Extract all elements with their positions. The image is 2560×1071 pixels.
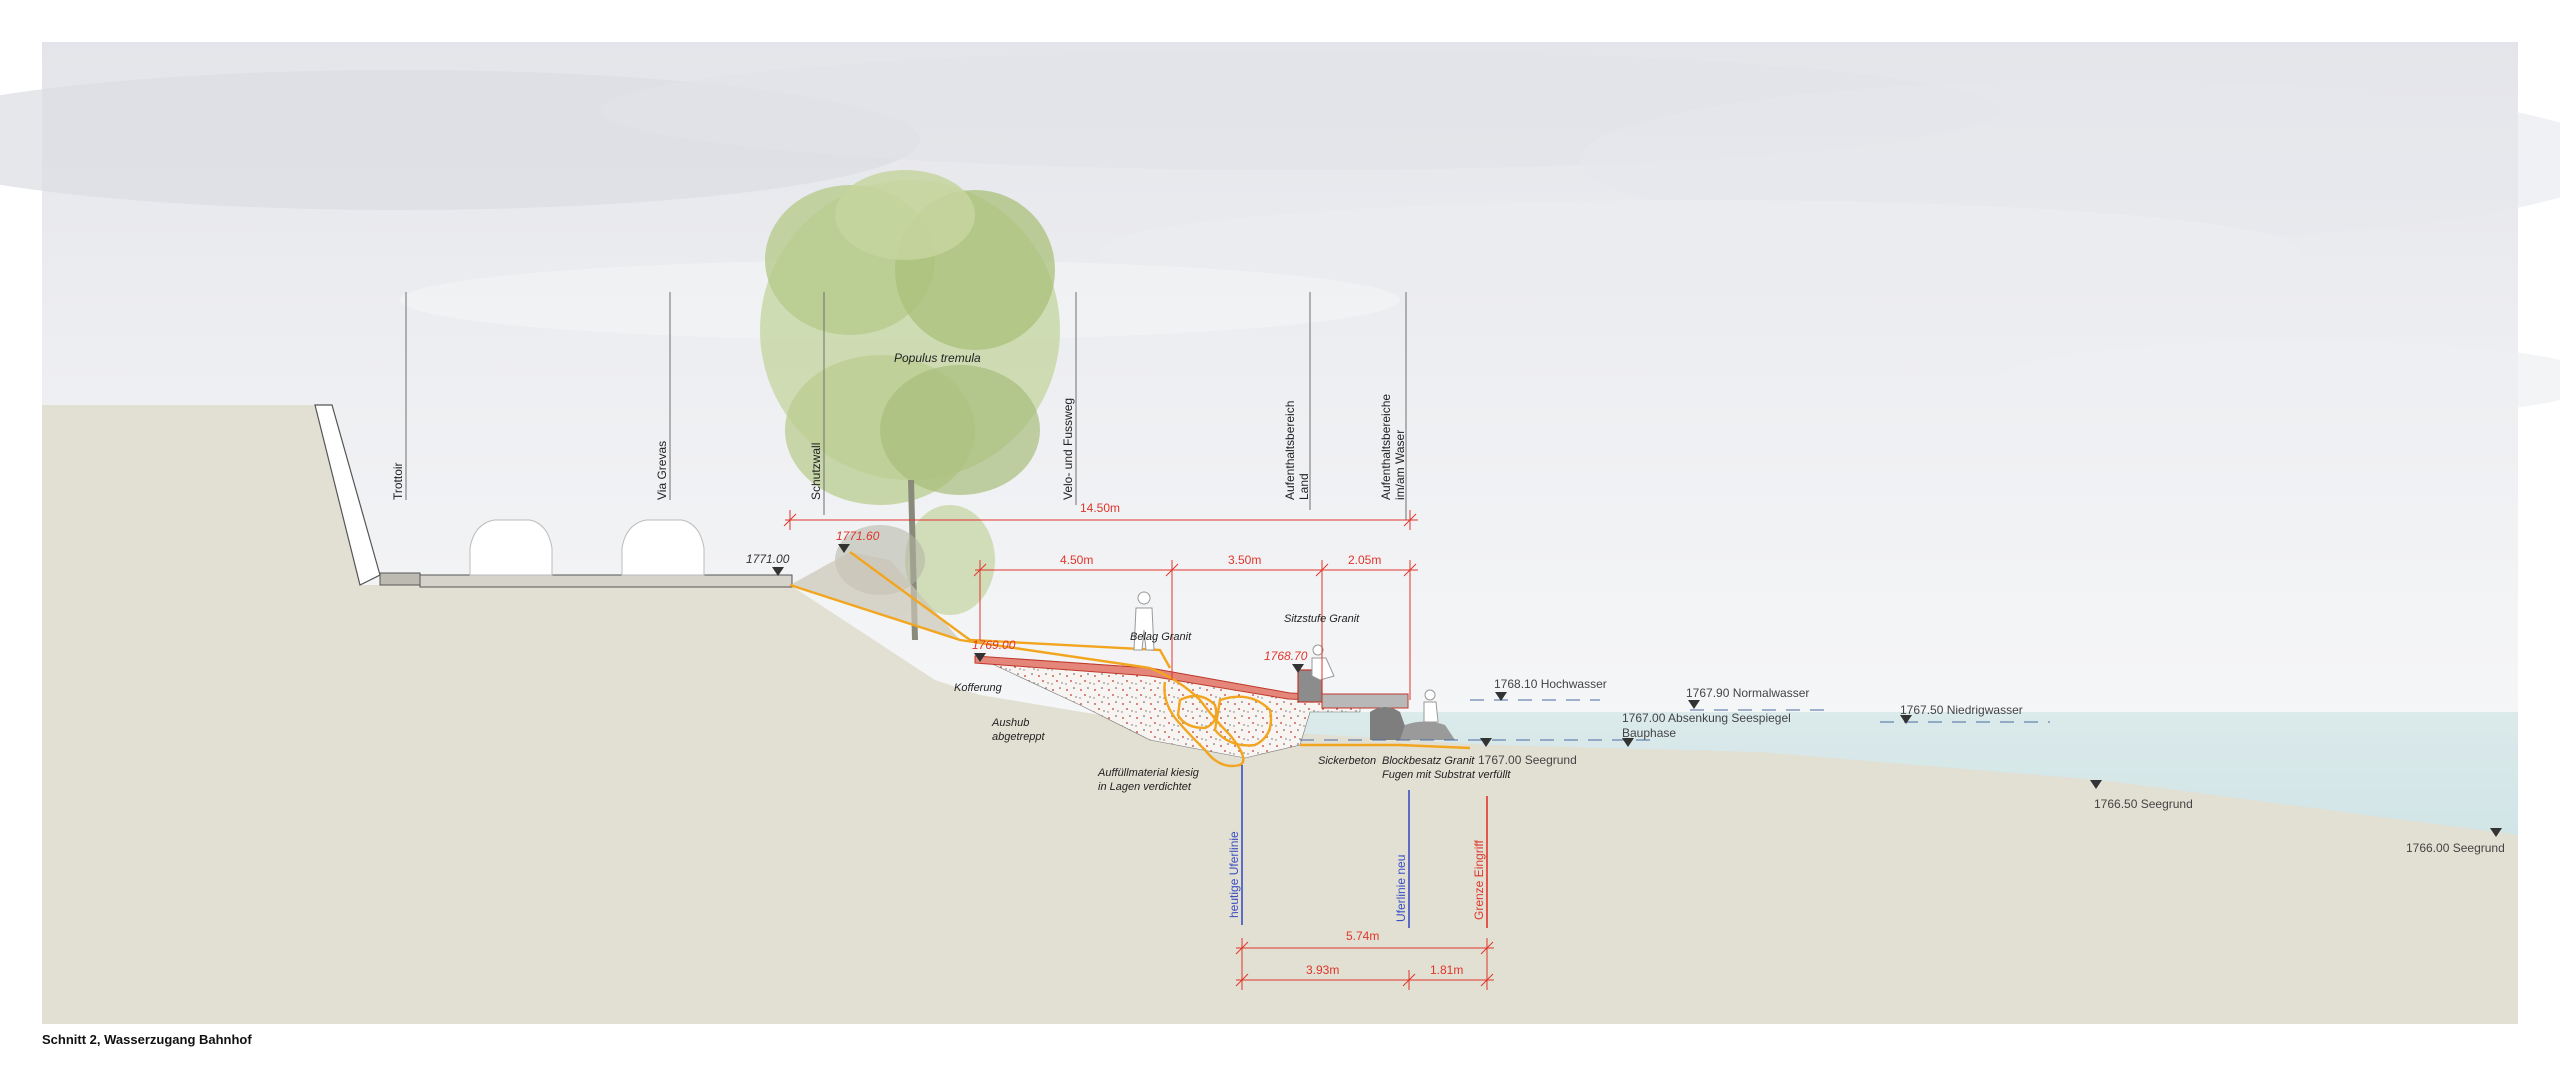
tree-species-label: Populus tremula bbox=[894, 351, 981, 365]
dimension-shore-total: 5.74m bbox=[1346, 929, 1379, 943]
dimension-d3: 2.05m bbox=[1348, 553, 1381, 567]
zone-label-aufenthalt-wasser-1: Aufenthaltsbereiche bbox=[1379, 394, 1393, 500]
label-sickerbeton: Sickerbeton bbox=[1318, 755, 1376, 767]
label-sitzstufe-granit: Sitzstufe Granit bbox=[1284, 613, 1360, 625]
zone-label-schutzwall: Schutzwall bbox=[809, 443, 823, 500]
label-auffuellmaterial-1: Auffüllmaterial kiesig bbox=[1097, 767, 1200, 779]
label-auffuellmaterial-2: in Lagen verdichtet bbox=[1098, 781, 1192, 793]
label-belag-granit: Belag Granit bbox=[1130, 631, 1192, 643]
elevation-hochwasser: 1768.10 Hochwasser bbox=[1494, 677, 1607, 691]
figure-caption: Schnitt 2, Wasserzugang Bahnhof bbox=[42, 1032, 252, 1047]
elevation-1771-00: 1771.00 bbox=[746, 552, 790, 566]
label-kofferung: Kofferung bbox=[954, 682, 1003, 694]
label-blockbesatz-2: Fugen mit Substrat verfüllt bbox=[1382, 769, 1511, 781]
elevation-seegrund-1767: 1767.00 Seegrund bbox=[1478, 753, 1577, 767]
zone-label-aufenthalt-land-1: Aufenthaltsbereich bbox=[1283, 401, 1297, 500]
elevation-seegrund-1766-5: 1766.50 Seegrund bbox=[2094, 797, 2193, 811]
elevation-absenkung-1: 1767.00 Absenkung Seespiegel bbox=[1622, 711, 1791, 725]
person-icon bbox=[1133, 591, 1439, 723]
elevation-absenkung-2: Bauphase bbox=[1622, 726, 1676, 740]
ground-section bbox=[42, 405, 2518, 1024]
schutzwall-mound bbox=[790, 552, 960, 640]
elevation-1769-00: 1769.00 bbox=[972, 638, 1016, 652]
excavation-line bbox=[789, 551, 1471, 768]
tree-icon bbox=[760, 170, 1060, 640]
zone-label-aufenthalt-land-2: Land bbox=[1297, 473, 1311, 500]
label-aushub-2: abgetreppt bbox=[992, 731, 1046, 743]
zone-label-trottoir: Trottoir bbox=[391, 462, 405, 500]
water-level-lines bbox=[1300, 699, 2050, 741]
dimension-d1: 4.50m bbox=[1060, 553, 1093, 567]
dimension-shore-a: 3.93m bbox=[1306, 963, 1339, 977]
car-icon bbox=[469, 519, 705, 576]
elevation-seegrund-1766: 1766.00 Seegrund bbox=[2406, 841, 2505, 855]
elevation-niedrigwasser: 1767.50 Niedrigwasser bbox=[1900, 703, 2023, 717]
label-aushub-1: Aushub bbox=[991, 717, 1029, 729]
label-grenze-eingriff: Grenze Eingriff bbox=[1472, 840, 1486, 920]
zone-label-aufenthalt-wasser-2: im/am Waser bbox=[1393, 430, 1407, 500]
zone-label-velo: Velo- und Fussweg bbox=[1061, 398, 1075, 500]
dimension-lines-bottom bbox=[1235, 938, 1494, 990]
elevation-1768-70: 1768.70 bbox=[1264, 649, 1308, 663]
dimension-lines-top bbox=[783, 510, 1418, 700]
zone-label-via-grevas: Via Grevas bbox=[655, 441, 669, 500]
zone-leader-lines bbox=[405, 292, 1407, 520]
elevation-normalwasser: 1767.90 Normalwasser bbox=[1686, 686, 1809, 700]
retaining-wall bbox=[314, 404, 793, 588]
label-heutige-uferlinie: heutige Uferlinie bbox=[1227, 831, 1241, 918]
elevation-marker-icon bbox=[772, 544, 2502, 837]
dimension-d2: 3.50m bbox=[1228, 553, 1261, 567]
dimension-total: 14.50m bbox=[1080, 501, 1120, 515]
dimension-shore-b: 1.81m bbox=[1430, 963, 1463, 977]
elevation-1771-60: 1771.60 bbox=[836, 529, 880, 543]
label-blockbesatz-1: Blockbesatz Granit bbox=[1382, 755, 1475, 767]
label-uferlinie-neu: Uferlinie neu bbox=[1394, 855, 1408, 922]
